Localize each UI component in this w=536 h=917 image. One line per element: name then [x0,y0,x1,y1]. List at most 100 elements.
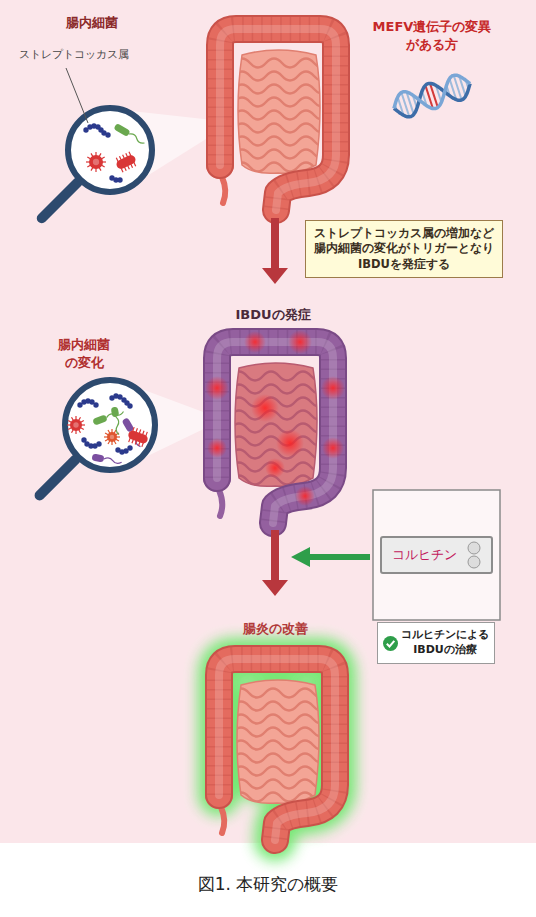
intestine-loop [233,767,329,776]
inflammation-spot [322,437,344,459]
colon-highlight [219,659,335,840]
inflammation-spot [207,438,227,458]
rod-body [92,414,108,425]
flagellum [104,457,122,464]
cell-body [107,432,117,442]
spiky-rod [126,426,150,448]
flagellum [128,132,146,144]
intestine-loop [234,98,330,107]
cell-core [110,435,115,440]
intestine-loops [231,372,327,485]
inflammation-spot [205,376,229,400]
pill [468,556,480,568]
intestine-loop [234,111,330,120]
coccus [127,445,132,450]
check-icon [383,636,398,651]
colon [217,342,333,523]
intestine-loop [231,372,327,381]
intestine-loop [231,424,327,433]
haustra [219,659,335,840]
inflammation-spot [265,458,285,478]
section-label: 腸内細菌 [66,14,118,32]
flagellum [114,417,121,435]
dna-strand [390,71,474,120]
intestine-loop [233,715,329,724]
intestine-loop [234,85,330,94]
intestine-loop [233,741,329,750]
rod-bacterium [92,408,124,426]
inflammation-spot [288,330,312,354]
node-text: コルヒチンによる IBDUの治療 [401,628,489,658]
stage-label: IBDUの発症 [235,306,310,324]
bacteria-label: ストレプトコッカス属 [19,48,129,63]
inflammation-spot [251,394,279,422]
dna-strand [390,71,474,120]
background-panel [0,0,536,843]
inflammation-spot [244,331,266,353]
intestine [205,659,335,840]
colon-body [220,29,336,210]
intestine-loop [233,754,329,763]
rod-bacterium [113,123,146,146]
colon-body [219,659,335,840]
intestine [203,330,345,523]
figure-caption: 図1. 本研究の概要 [198,873,339,896]
intestine-loop [233,728,329,737]
node-text: コルヒチン [392,546,457,564]
coccus [93,402,98,407]
rod-body [127,429,149,444]
spiky-bacterium [104,429,120,445]
healthy-glow [219,659,335,840]
rod-body [113,123,130,137]
intestine-loop [234,137,330,146]
flow-arrow [262,218,288,284]
rod-body [115,154,137,171]
inflammation-spot [295,486,315,506]
stage-label: 腸炎の改善 [243,620,308,638]
rod-bacterium [91,454,122,466]
coccus [117,177,122,182]
flow-arrow [262,530,288,596]
check-mark [387,640,395,646]
appendix [221,807,224,833]
intestine-loop [233,702,329,711]
intestine-loops [234,59,330,172]
intestine-loop [234,72,330,81]
magnifier-lens [68,108,152,192]
spiky-rod [114,151,139,174]
rod-body [91,454,104,463]
intestine [206,29,336,210]
section-label: 腸内細菌 の変化 [58,336,110,371]
cell-body [89,155,103,169]
intestine-loop [234,150,330,159]
glow-shape [219,659,335,840]
colon-highlight [217,342,333,523]
pill [468,542,480,554]
intestine-loop [234,124,330,133]
intestine-loop [231,411,327,420]
node-text: ストレプトコッカス属の増加など 腸内細菌の変化がトリガーとなり IBDUを発症す… [314,226,494,273]
medication-panel [373,490,500,620]
medicine-pack: コルヒチン [380,536,493,574]
intestine-loop [233,780,329,789]
appendix [219,490,222,516]
inflammation-spot [321,376,345,400]
intestine-loop [231,398,327,407]
coccus [105,132,110,137]
note-box: ストレプトコッカス属の増加など 腸内細菌の変化がトリガーとなり IBDUを発症す… [305,220,503,279]
pill-icons [462,540,486,570]
magnifier-lens [65,380,155,470]
intestine-loop [233,689,329,698]
cell-body [70,419,82,431]
colon-highlight [220,29,336,210]
check-circle [383,636,398,651]
colon [219,659,335,840]
spiky-bacterium [67,416,85,434]
dna-helix [390,71,474,120]
colon-body [217,342,333,523]
appendix [222,177,225,203]
intestine-loops [233,689,329,802]
coccus [127,403,132,408]
